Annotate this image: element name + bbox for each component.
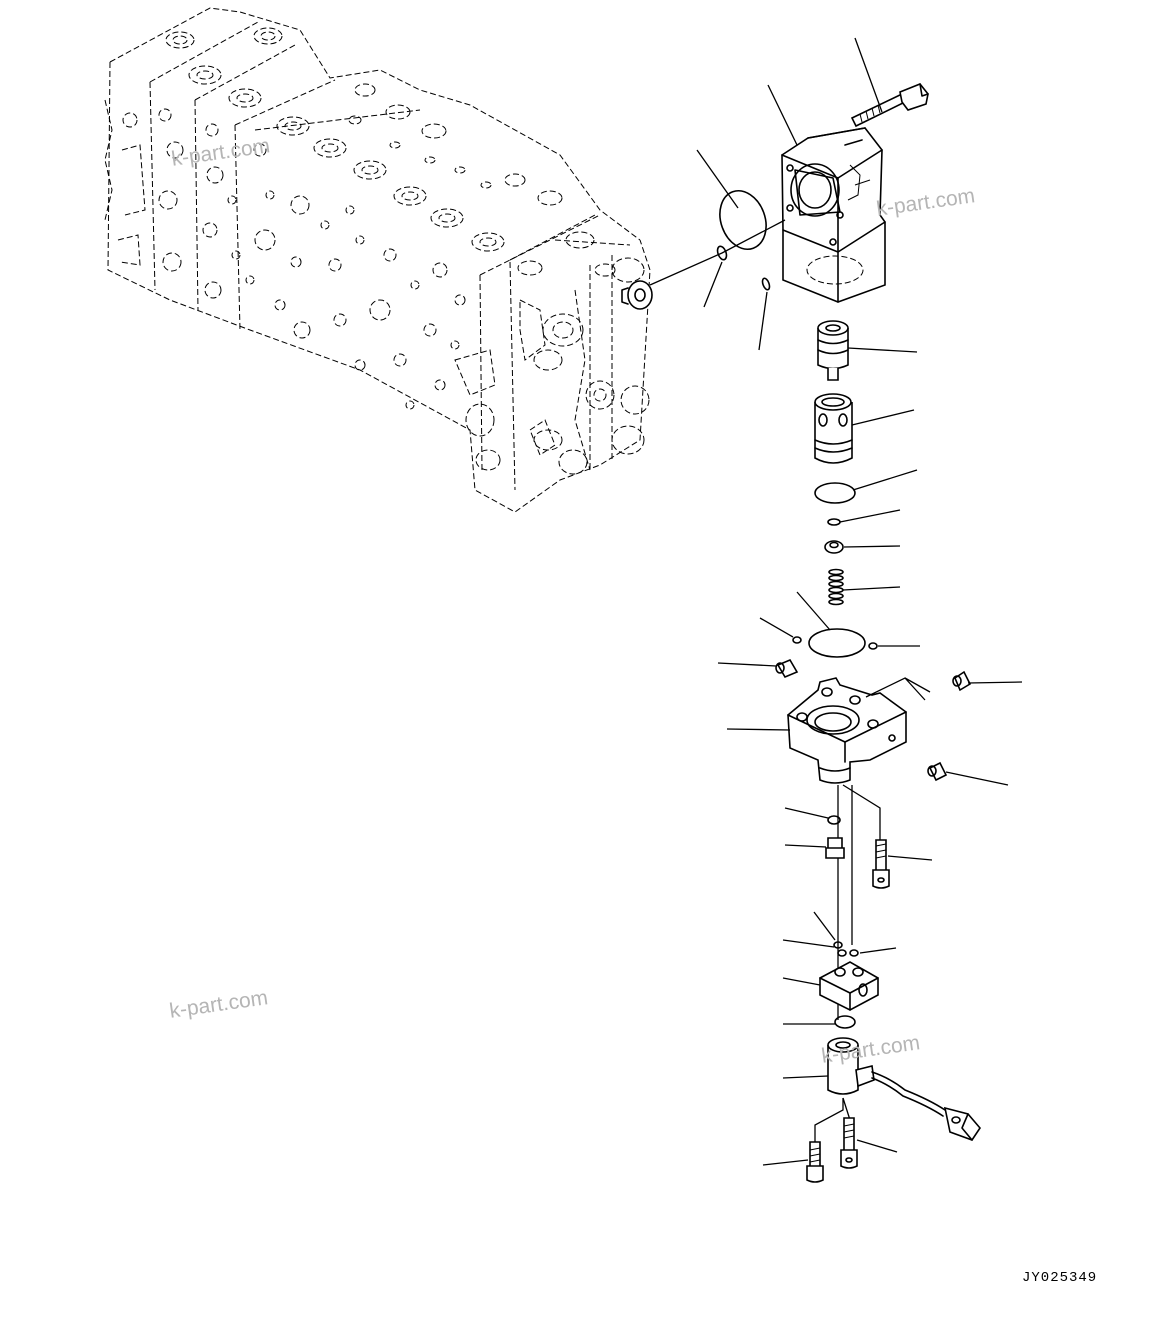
plug <box>927 761 948 782</box>
assembly-line <box>814 1098 844 1145</box>
control-valve-block <box>104 7 653 513</box>
valve-cover <box>787 677 907 784</box>
o-ring-medium <box>814 482 856 504</box>
o-ring-tiny <box>837 949 847 957</box>
nut <box>824 540 844 554</box>
bolt <box>872 839 890 889</box>
bolt <box>806 1141 824 1183</box>
cap-screw <box>825 837 845 859</box>
o-ring-small <box>834 1015 856 1029</box>
o-ring-large <box>719 190 767 250</box>
valve-housing <box>781 127 886 303</box>
plug <box>775 658 799 679</box>
assembly-line <box>649 219 786 286</box>
assembly-line <box>842 1097 851 1121</box>
spool <box>817 320 849 381</box>
drawing-code: JY025349 <box>1022 1270 1098 1286</box>
small-ring <box>827 518 841 526</box>
o-ring-tiny <box>849 949 859 957</box>
adapter-block <box>819 961 879 1011</box>
long-bolt <box>850 83 929 128</box>
spring <box>828 568 844 606</box>
o-ring-tiny <box>833 941 843 949</box>
o-ring-tiny <box>868 642 878 650</box>
o-ring-small <box>827 815 841 825</box>
o-ring-tiny <box>792 636 802 644</box>
sleeve <box>814 393 853 464</box>
bolt <box>840 1117 858 1169</box>
assembly-line <box>842 784 881 845</box>
plug <box>952 670 972 692</box>
o-ring-small <box>761 277 771 291</box>
solenoid <box>827 1037 982 1141</box>
leader-lines <box>696 37 1023 1166</box>
gasket <box>808 628 866 658</box>
